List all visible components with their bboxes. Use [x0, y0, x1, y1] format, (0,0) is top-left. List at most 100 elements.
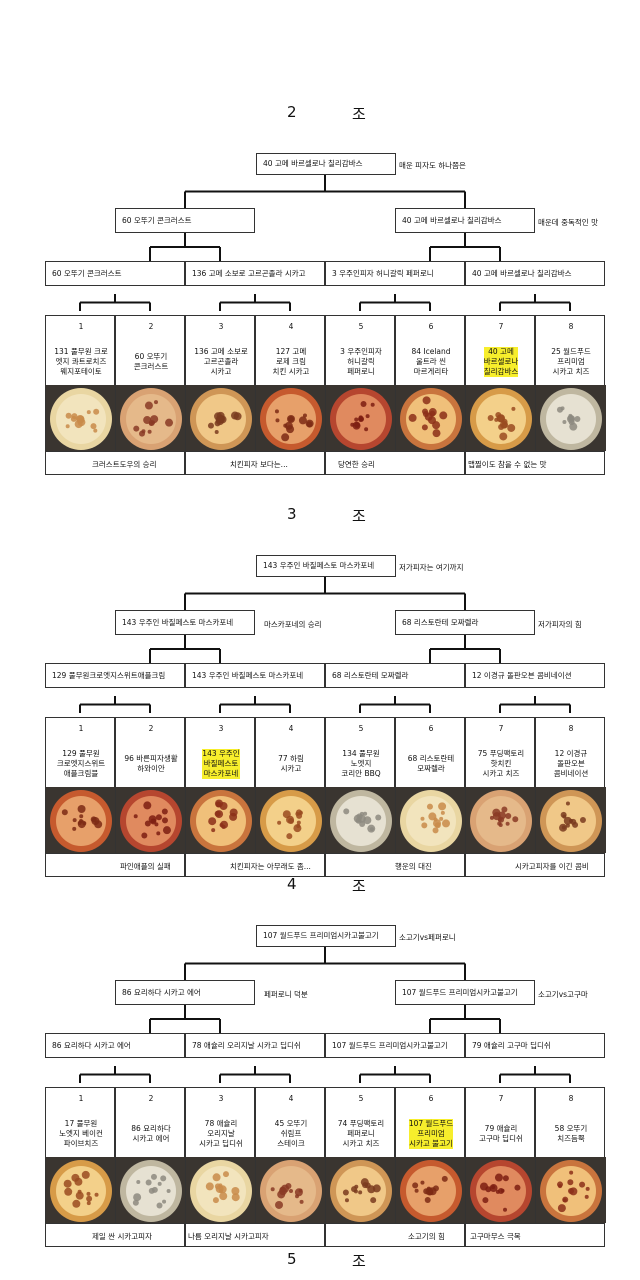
pizza-photo — [326, 787, 396, 853]
pizza-photo — [466, 787, 536, 853]
footer-box — [45, 853, 185, 877]
contestant-name-text: 25 월드푸드 프리미엄 시카고 치즈 — [551, 346, 591, 377]
contestant-number: 4 — [288, 322, 294, 331]
contestant-number: 2 — [148, 322, 154, 331]
contestant-number: 5 — [358, 1094, 364, 1103]
semifinal-box: 143 우주인 바질페스토 마스카포네 — [115, 610, 255, 635]
pizza-photo — [186, 385, 256, 451]
pizza-photo — [46, 1157, 116, 1223]
semifinal-name: 60 오뚜기 콘크러스트 — [122, 215, 192, 225]
contestant-cell: 4 45 오뚜기 쉬림프 스테이크 — [255, 1087, 326, 1223]
group-number: 5 — [287, 1250, 297, 1268]
quarterfinal-box: 143 우주인 바질페스토 마스카포네 — [185, 663, 325, 688]
contestant-number: 6 — [428, 1094, 434, 1103]
footer-box — [45, 451, 185, 475]
pizza-photo — [256, 385, 326, 451]
pizza-photo-icon — [396, 787, 466, 853]
pizza-photo-icon — [186, 787, 256, 853]
pizza-photo-icon — [116, 1157, 186, 1223]
footer-comment: 제일 싼 시카고피자 — [92, 1232, 152, 1241]
footer-box — [185, 451, 325, 475]
quarterfinal-name: 40 고메 바르셀로나 칠리감바스 — [472, 268, 572, 278]
contestant-number: 4 — [288, 1094, 294, 1103]
pizza-photo — [116, 1157, 186, 1223]
contestant-name-text: 129 풀무원 크로엣지스위트 애플크림블 — [56, 748, 106, 779]
pizza-photo-icon — [326, 1157, 396, 1223]
footer-comment: 나름 오리지날 시카고피자 — [188, 1232, 269, 1241]
footer-comment: 맵찔이도 참을 수 없는 맛 — [468, 460, 547, 469]
quarterfinal-box: 3 우주인피자 허니갈릭 페퍼로니 — [325, 261, 465, 286]
quarterfinal-box: 68 리스토란테 모짜렐라 — [325, 663, 465, 688]
final-winner-box: 143 우주인 바질페스토 마스카포네 — [256, 555, 396, 577]
semifinal-name: 68 리스토란테 모짜렐라 — [402, 617, 479, 627]
contestant-name: 40 고메 바르셀로나 칠리감바스 — [466, 340, 536, 384]
footer-comment: 소고기의 힘 — [408, 1232, 445, 1241]
contestant-name: 58 오뚜기 치즈듬뿍 — [536, 1112, 606, 1156]
pizza-photo-icon — [536, 787, 606, 853]
semifinal-box: 86 요리하다 시카고 에어 — [115, 980, 255, 1005]
footer-comment: 치킨피자 보다는... — [230, 460, 288, 469]
contestant-number: 1 — [78, 724, 84, 733]
contestant-name-text: 3 우주인피자 허니갈릭 페퍼로니 — [340, 346, 382, 377]
pizza-photo-icon — [396, 385, 466, 451]
contestant-name: 45 오뚜기 쉬림프 스테이크 — [256, 1112, 326, 1156]
final-winner-box: 107 월드푸드 프리미엄시카고불고기 — [256, 925, 396, 947]
group-jo-label: 조 — [352, 877, 366, 895]
final-winner-box: 40 고메 바르셀로나 칠리감바스 — [256, 153, 396, 175]
footer-box — [325, 1223, 465, 1247]
pizza-photo-icon — [536, 385, 606, 451]
pizza-photo — [536, 787, 606, 853]
semifinal-name: 143 우주인 바질페스토 마스카포네 — [122, 617, 234, 627]
contestant-name: 3 우주인피자 허니갈릭 페퍼로니 — [326, 340, 396, 384]
contestant-number: 2 — [148, 724, 154, 733]
contestant-cell: 2 96 바른피자생활 하와이안 — [115, 717, 186, 853]
contestant-cell: 2 60 오뚜기 콘크러스트 — [115, 315, 186, 451]
contestant-name-text: 143 우주인 바질페스토 마스카포네 — [202, 748, 240, 780]
pizza-photo-icon — [326, 385, 396, 451]
contestant-name-text: 40 고메 바르셀로나 칠리감바스 — [483, 346, 519, 378]
semifinal-note: 마스카포네의 승리 — [264, 620, 322, 629]
pizza-photo — [396, 787, 466, 853]
footer-box — [325, 451, 465, 475]
contestant-number: 3 — [218, 322, 224, 331]
pizza-photo — [186, 1157, 256, 1223]
contestant-name: 60 오뚜기 콘크러스트 — [116, 340, 186, 384]
pizza-photo-icon — [186, 385, 256, 451]
final-winner-name: 107 월드푸드 프리미엄시카고불고기 — [263, 931, 379, 941]
footer-comment: 당연한 승리 — [338, 460, 375, 469]
quarterfinal-name: 3 우주인피자 허니갈릭 페퍼로니 — [332, 268, 434, 278]
footer-comment: 행운의 대진 — [395, 862, 432, 871]
contestant-number: 7 — [498, 724, 504, 733]
quarterfinal-name: 60 오뚜기 콘크러스트 — [52, 268, 122, 278]
contestant-number: 7 — [498, 1094, 504, 1103]
footer-comment: 시카고피자를 이긴 콤비 — [515, 862, 589, 871]
pizza-photo — [46, 787, 116, 853]
contestant-name: 143 우주인 바질페스토 마스카포네 — [186, 742, 256, 786]
contestant-number: 8 — [568, 322, 574, 331]
pizza-photo-icon — [46, 385, 116, 451]
pizza-photo — [116, 385, 186, 451]
quarterfinal-name: 107 월드푸드 프리미엄시카고불고기 — [332, 1040, 448, 1050]
pizza-photo-icon — [536, 1157, 606, 1223]
pizza-photo-icon — [116, 787, 186, 853]
contestant-number: 3 — [218, 724, 224, 733]
contestant-name-text: 96 바른피자생활 하와이안 — [124, 753, 178, 773]
contestant-name-text: 78 애슐리 오리지날 시카고 딥디쉬 — [199, 1118, 243, 1149]
contestant-name-text: 127 고메 로제 크림 치킨 시카고 — [272, 346, 310, 377]
contestant-cell: 1 129 풀무원 크로엣지스위트 애플크림블 — [45, 717, 116, 853]
final-note: 매운 피자도 하나쯤은 — [399, 161, 466, 170]
pizza-photo-icon — [256, 787, 326, 853]
contestant-name: 134 풀무원 노엣지 코리안 BBQ — [326, 742, 396, 786]
quarterfinal-name: 79 애슐리 고구마 딥디쉬 — [472, 1040, 551, 1050]
contestant-name-text: 17 풀무원 노엣지 베이컨 파이브치즈 — [59, 1118, 103, 1149]
contestant-name: 68 리스토란테 모짜렐라 — [396, 742, 466, 786]
semifinal-box: 40 고메 바르셀로나 칠리감바스 — [395, 208, 535, 233]
final-note: 소고기vs페퍼로니 — [399, 933, 456, 942]
